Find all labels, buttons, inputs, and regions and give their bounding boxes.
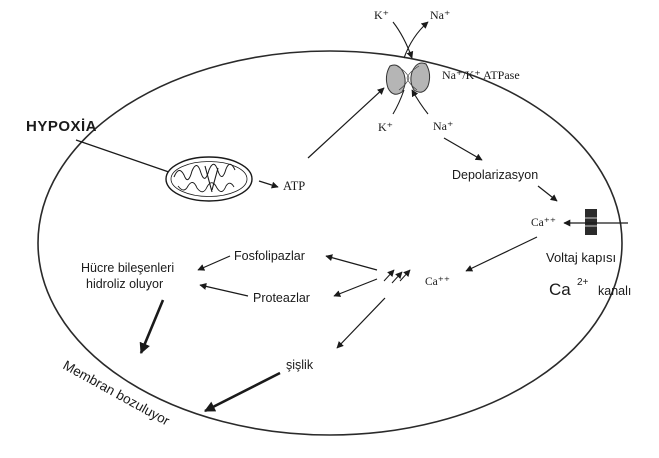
- na-top-label: Na⁺: [430, 8, 450, 22]
- calcium-entry-label: Ca⁺⁺: [531, 217, 556, 229]
- depolarization-label: Depolarizasyon: [452, 168, 538, 182]
- calcium-channel-label: Ca 2+ kanalı: [549, 272, 631, 299]
- calcium-to-cytosol-arrow: [466, 237, 537, 271]
- swelling-label: şişlik: [286, 358, 314, 372]
- proteases-to-hydrolysis-arrow: [200, 285, 248, 296]
- atp-label: ATP: [283, 179, 305, 193]
- calcium-channel-ca: Ca: [549, 280, 571, 299]
- na-to-depolarization-arrow: [444, 138, 482, 160]
- swelling-to-membrane-arrow: [205, 373, 280, 411]
- pump-label: Na⁺/K⁺ ATPase: [442, 68, 520, 82]
- calcium-to-phospholipases-arrow: [326, 256, 377, 270]
- hydrolysis-label-line1: Hücre bileşenleri: [81, 261, 174, 275]
- atp-production-arrow: [259, 181, 278, 187]
- calcium-to-swelling-arrow: [337, 298, 385, 348]
- k-top-label: K⁺: [374, 8, 389, 22]
- na-bottom-label: Na⁺: [433, 119, 453, 133]
- cytosolic-calcium-label: Ca⁺⁺: [425, 276, 450, 288]
- calcium-rise-arrows-icon: [384, 270, 410, 283]
- hydrolysis-label-line2: hidroliz oluyor: [86, 277, 163, 291]
- cell-membrane: [38, 51, 622, 435]
- mitochondrion-icon: [166, 157, 252, 201]
- na-k-atpase-pump-icon: [386, 63, 429, 94]
- proteases-label: Proteazlar: [253, 291, 310, 305]
- calcium-channel-charge: 2+: [577, 277, 589, 288]
- membrane-breakdown-label: Membran bozuluyor: [61, 358, 173, 429]
- voltage-gated-calcium-channel-icon: [585, 209, 597, 235]
- calcium-to-proteases-arrow: [334, 279, 377, 296]
- calcium-channel-word: kanalı: [598, 284, 631, 298]
- depolarization-to-channel-arrow: [538, 186, 557, 201]
- hydrolysis-to-membrane-arrow: [141, 300, 163, 353]
- phospholipases-to-hydrolysis-arrow: [198, 256, 230, 270]
- hypoxia-label: HYPOXİA: [26, 118, 97, 135]
- atp-to-pump-arrow: [308, 88, 384, 158]
- k-bottom-label: K⁺: [378, 120, 393, 134]
- k-inflow-top-arrow: [393, 22, 412, 58]
- na-bottom-arrow: [412, 90, 428, 114]
- phospholipases-label: Fosfolipazlar: [234, 249, 305, 263]
- na-outflow-top-arrow: [404, 22, 428, 58]
- voltage-gate-label: Voltaj kapısı: [546, 250, 616, 265]
